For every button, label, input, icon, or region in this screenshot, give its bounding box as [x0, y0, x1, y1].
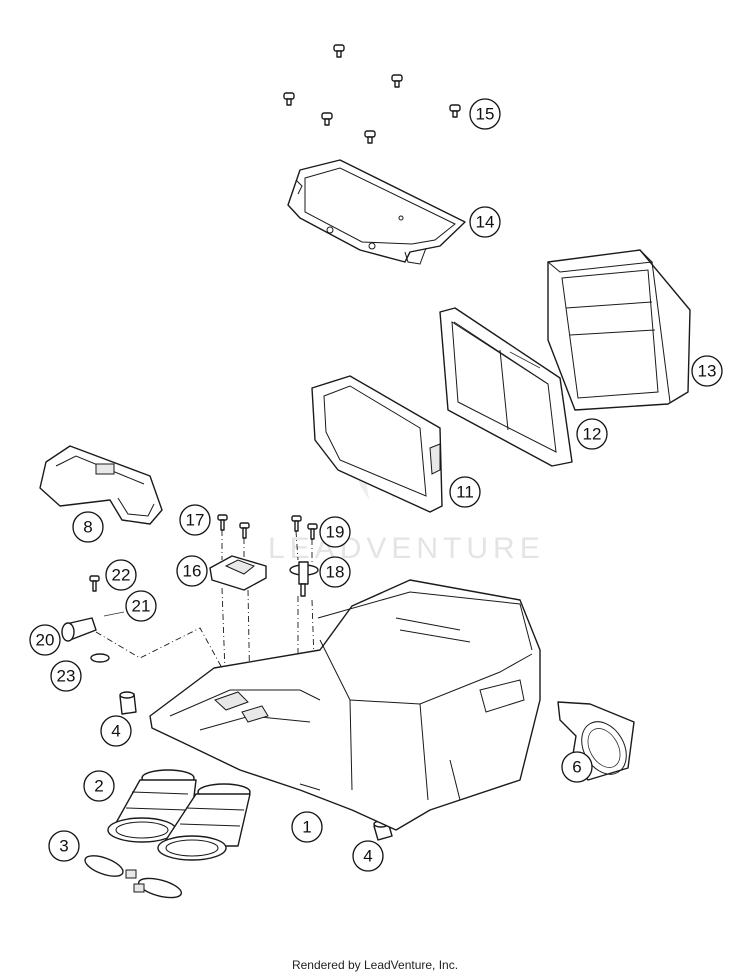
- svg-text:1: 1: [302, 818, 311, 837]
- screws-17-19: [217, 514, 318, 701]
- callout-12[interactable]: 12: [576, 418, 608, 450]
- screw-set-15: [283, 44, 461, 144]
- callout-17[interactable]: 17: [179, 504, 211, 536]
- callout-6[interactable]: 6: [561, 751, 593, 783]
- hose-clamps-3: [84, 855, 183, 899]
- watermark-text: LEADVENTURE: [268, 532, 545, 565]
- callout-4-right[interactable]: 4: [352, 840, 384, 872]
- callout-23[interactable]: 23: [50, 660, 82, 692]
- svg-text:4: 4: [363, 847, 372, 866]
- svg-text:17: 17: [186, 511, 205, 530]
- svg-text:11: 11: [456, 483, 474, 502]
- svg-text:23: 23: [57, 667, 76, 686]
- callout-14[interactable]: 14: [469, 206, 501, 238]
- intake-duct-left-8: [39, 445, 163, 525]
- svg-text:20: 20: [36, 631, 55, 650]
- svg-text:15: 15: [476, 105, 495, 124]
- svg-text:13: 13: [698, 362, 717, 381]
- svg-text:18: 18: [326, 563, 345, 582]
- callout-11[interactable]: 11: [449, 476, 481, 508]
- callout-20[interactable]: 20: [29, 624, 61, 656]
- callout-15[interactable]: 15: [469, 98, 501, 130]
- callout-2[interactable]: 2: [83, 770, 115, 802]
- callout-19[interactable]: 19: [319, 516, 351, 548]
- callout-13[interactable]: 13: [691, 355, 723, 387]
- callout-21[interactable]: 21: [125, 590, 157, 622]
- svg-text:16: 16: [183, 562, 202, 581]
- svg-text:22: 22: [112, 566, 131, 585]
- svg-text:14: 14: [476, 213, 495, 232]
- filter-frame-11: [311, 375, 443, 513]
- svg-text:2: 2: [94, 777, 103, 796]
- sensor-18: [289, 561, 319, 597]
- callout-18[interactable]: 18: [319, 556, 351, 588]
- callout-8[interactable]: 8: [72, 511, 104, 543]
- fitting-assembly-20-23: [61, 575, 223, 669]
- callout-1[interactable]: 1: [291, 811, 323, 843]
- svg-text:12: 12: [583, 425, 602, 444]
- callout-4-left[interactable]: 4: [100, 715, 132, 747]
- svg-text:6: 6: [572, 758, 581, 777]
- svg-text:4: 4: [111, 722, 120, 741]
- callout-3[interactable]: 3: [48, 830, 80, 862]
- svg-text:21: 21: [132, 597, 151, 616]
- callout-16[interactable]: 16: [176, 555, 208, 587]
- filter-cage-12: [439, 307, 573, 467]
- svg-text:8: 8: [83, 518, 92, 537]
- callout-22[interactable]: 22: [105, 559, 137, 591]
- footer-credit: Rendered by LeadVenture, Inc.: [291, 958, 459, 972]
- airbox-cover-14: [287, 159, 466, 265]
- sensor-bracket-16: [209, 555, 267, 591]
- airbox-housing-1: [149, 579, 541, 831]
- intake-boots-2: [107, 769, 251, 861]
- svg-text:3: 3: [59, 837, 68, 856]
- svg-text:19: 19: [326, 523, 345, 542]
- air-filter-13: [547, 249, 691, 411]
